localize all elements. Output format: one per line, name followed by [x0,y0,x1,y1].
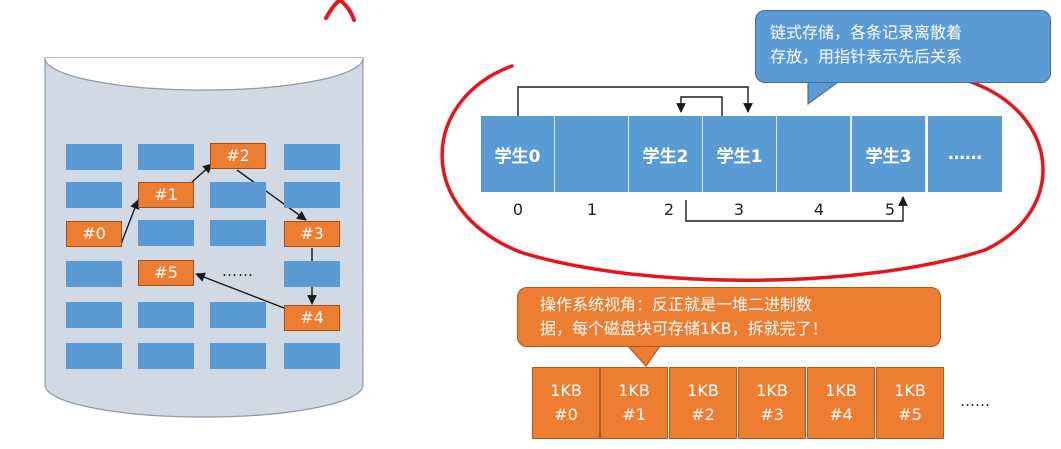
callout-orange-line2: 据，每个磁盘块可存储1KB，拆就完了！ [540,319,828,338]
kb-size: 1KB [894,381,926,400]
disk-block [284,182,340,208]
callout-blue-line1: 链式存储，各条记录离散着 [770,23,963,42]
disk-block [66,302,122,328]
disk-block [284,343,340,369]
disk-block [210,182,266,208]
arrow-2-to-3 [236,169,307,221]
disk-block [66,144,122,170]
disk-block [284,261,340,287]
kb-id: #5 [898,405,922,424]
record-index-0: 0 [512,200,524,219]
kb-id: #3 [760,405,784,424]
kb-id: #4 [829,405,853,424]
record-index-1: 1 [586,200,598,219]
disk-block [138,302,194,328]
arrow-4-to-5 [195,272,298,314]
disk-record-0: #0 [66,221,122,247]
record-index-3: 3 [733,200,745,219]
disk-block [284,144,340,170]
record-cell-1 [555,116,629,192]
record-cell-6: …… [928,116,1002,192]
pointer-1-to-2 [676,96,723,116]
disk-block [138,343,194,369]
record-cell-5: 学生3 [852,116,926,192]
disk-block [210,220,266,246]
record-cell-3: 学生1 [703,116,777,192]
callout-orange-line1: 操作系统视角：反正就是一堆二进制数 [540,295,813,314]
kb-block-0: 1KB #0 [532,367,600,439]
kb-size: 1KB [687,381,719,400]
red-mark-top [324,0,356,22]
callout-orange-tail [626,345,662,367]
arrow-0-to-1 [120,199,140,245]
callout-linked-storage: 链式存储，各条记录离散着 存放，用指针表示先后关系 [755,10,1051,83]
kb-id: #2 [691,405,715,424]
disk-block [66,343,122,369]
disk-block [66,182,122,208]
disk-body [44,57,364,418]
record-cell-0: 学生0 [481,116,555,192]
kb-id: #1 [622,405,646,424]
record-index-5: 5 [884,200,896,219]
disk-record-2: #2 [210,143,266,169]
record-cell-4 [777,116,851,192]
record-index-4: 4 [813,200,825,219]
kb-ellipsis: …… [960,392,990,410]
pointer-0-to-1 [517,86,753,116]
disk-block [138,220,194,246]
callout-blue-line2: 存放，用指针表示先后关系 [770,47,963,66]
record-cell-2: 学生2 [629,116,703,192]
disk-block [66,261,122,287]
kb-block-2: 1KB #2 [669,367,737,439]
pointer-2-to-3 [685,196,908,222]
kb-block-4: 1KB #4 [807,367,875,439]
kb-id: #0 [554,405,578,424]
kb-size: 1KB [618,381,650,400]
disk-block [138,144,194,170]
callout-os-view: 操作系统视角：反正就是一堆二进制数 据，每个磁盘块可存储1KB，拆就完了！ [517,287,941,347]
kb-block-3: 1KB #3 [738,367,806,439]
callout-blue-tail [807,81,840,106]
disk-record-4: #4 [284,305,340,331]
disk-record-5: #5 [138,260,194,286]
record-index-2: 2 [663,200,675,219]
disk-top-ellipse [44,57,364,91]
arrow-1-to-2 [191,163,213,183]
disk-record-1: #1 [138,182,194,208]
disk-ellipsis: …… [222,262,254,280]
kb-size: 1KB [825,381,857,400]
kb-size: 1KB [550,381,582,400]
disk-block [210,302,266,328]
kb-size: 1KB [756,381,788,400]
disk-block [210,343,266,369]
kb-block-1: 1KB #1 [600,367,668,439]
kb-block-5: 1KB #5 [876,367,944,439]
disk-record-3: #3 [284,221,340,247]
